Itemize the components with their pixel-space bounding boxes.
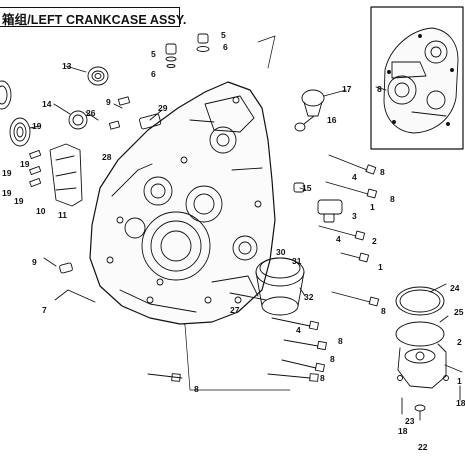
bolts-19: [29, 149, 42, 187]
bearing-26: [68, 110, 88, 130]
bearing-edge: [0, 80, 12, 110]
inset-crankcase-view: [375, 27, 459, 134]
callout-19-c: 19: [2, 168, 12, 178]
sleeve-30-31: [255, 257, 305, 316]
callout-19-a: 19: [32, 121, 42, 131]
callout-1-b: 1: [378, 262, 383, 272]
callout-8-f: 8: [320, 373, 325, 383]
callout-7: 7: [42, 305, 47, 315]
callout-9-b: 9: [32, 257, 37, 267]
filter-cover-24-25: [395, 286, 449, 389]
callout-13: 13: [62, 61, 72, 71]
callout-4-c: 4: [296, 325, 301, 335]
callout-8-h: 8: [377, 84, 382, 94]
callout-25: 25: [454, 307, 464, 317]
callout-8-b: 8: [390, 194, 395, 204]
callout-31: 31: [292, 256, 302, 266]
callout-29: 29: [158, 103, 168, 113]
callout-16: 16: [327, 115, 337, 125]
callout-8-e: 8: [330, 354, 335, 364]
bolts-8-right: [318, 154, 380, 307]
callout-8-a: 8: [380, 167, 385, 177]
callout-11: 11: [58, 210, 67, 220]
bearing-19: [9, 117, 31, 147]
callout-9-a: 9: [106, 97, 111, 107]
callout-27: 27: [230, 305, 240, 315]
callout-18-a: 18: [398, 426, 408, 436]
leader-7: [54, 289, 96, 303]
plate-10-11: [49, 143, 83, 207]
callout-8-c: 8: [381, 306, 386, 316]
callout-24: 24: [450, 283, 460, 293]
callout-19-b: 19: [20, 159, 30, 169]
filter-bolts-18-23: [401, 385, 461, 421]
left-crankcase: [89, 81, 276, 325]
callout-labels: 13 14 26 19 19 19 19 19 10 11 28 9 29 9 …: [2, 30, 465, 452]
callout-2-b: 2: [457, 337, 462, 347]
callout-3: 3: [352, 211, 357, 221]
callout-17: 17: [342, 84, 352, 94]
callout-5-a: 5: [151, 49, 156, 59]
callout-28: 28: [102, 152, 112, 162]
callout-19-d: 19: [2, 188, 12, 198]
callout-2: 2: [372, 236, 377, 246]
callout-6-a: 6: [151, 69, 156, 79]
callout-19-e: 19: [14, 196, 24, 206]
callout-5-b: 5: [221, 30, 226, 40]
bearing-13: [87, 66, 109, 86]
callout-26: 26: [86, 108, 96, 118]
callout-8-d: 8: [338, 336, 343, 346]
diagram-title-box: 箱组/LEFT CRANKCASE ASSY.: [0, 7, 186, 27]
plug-5b: [196, 33, 210, 52]
filler-cap-17: [294, 89, 325, 132]
callout-32: 32: [304, 292, 314, 302]
plug-15: [293, 182, 305, 193]
callout-6-b: 6: [223, 42, 228, 52]
callout-4-b: 4: [336, 234, 341, 244]
bolts-8-lower: [147, 292, 327, 382]
callout-18-b: 18: [456, 398, 465, 408]
callout-10: 10: [36, 206, 46, 216]
plug-5a: [165, 43, 177, 68]
callout-8-g: 8: [194, 384, 199, 394]
callout-4-a: 4: [352, 172, 357, 182]
callout-1-a: 1: [370, 202, 375, 212]
plug-3: [317, 199, 343, 223]
dowels-9-29: [59, 96, 162, 274]
diagram-title: 箱组/LEFT CRANKCASE ASSY.: [2, 13, 187, 27]
callout-14: 14: [42, 99, 52, 109]
callout-15: 15: [302, 183, 312, 193]
callout-1-c: 1: [457, 376, 462, 386]
callout-22: 22: [418, 442, 428, 452]
callout-30: 30: [276, 247, 286, 257]
callout-23: 23: [405, 416, 415, 426]
